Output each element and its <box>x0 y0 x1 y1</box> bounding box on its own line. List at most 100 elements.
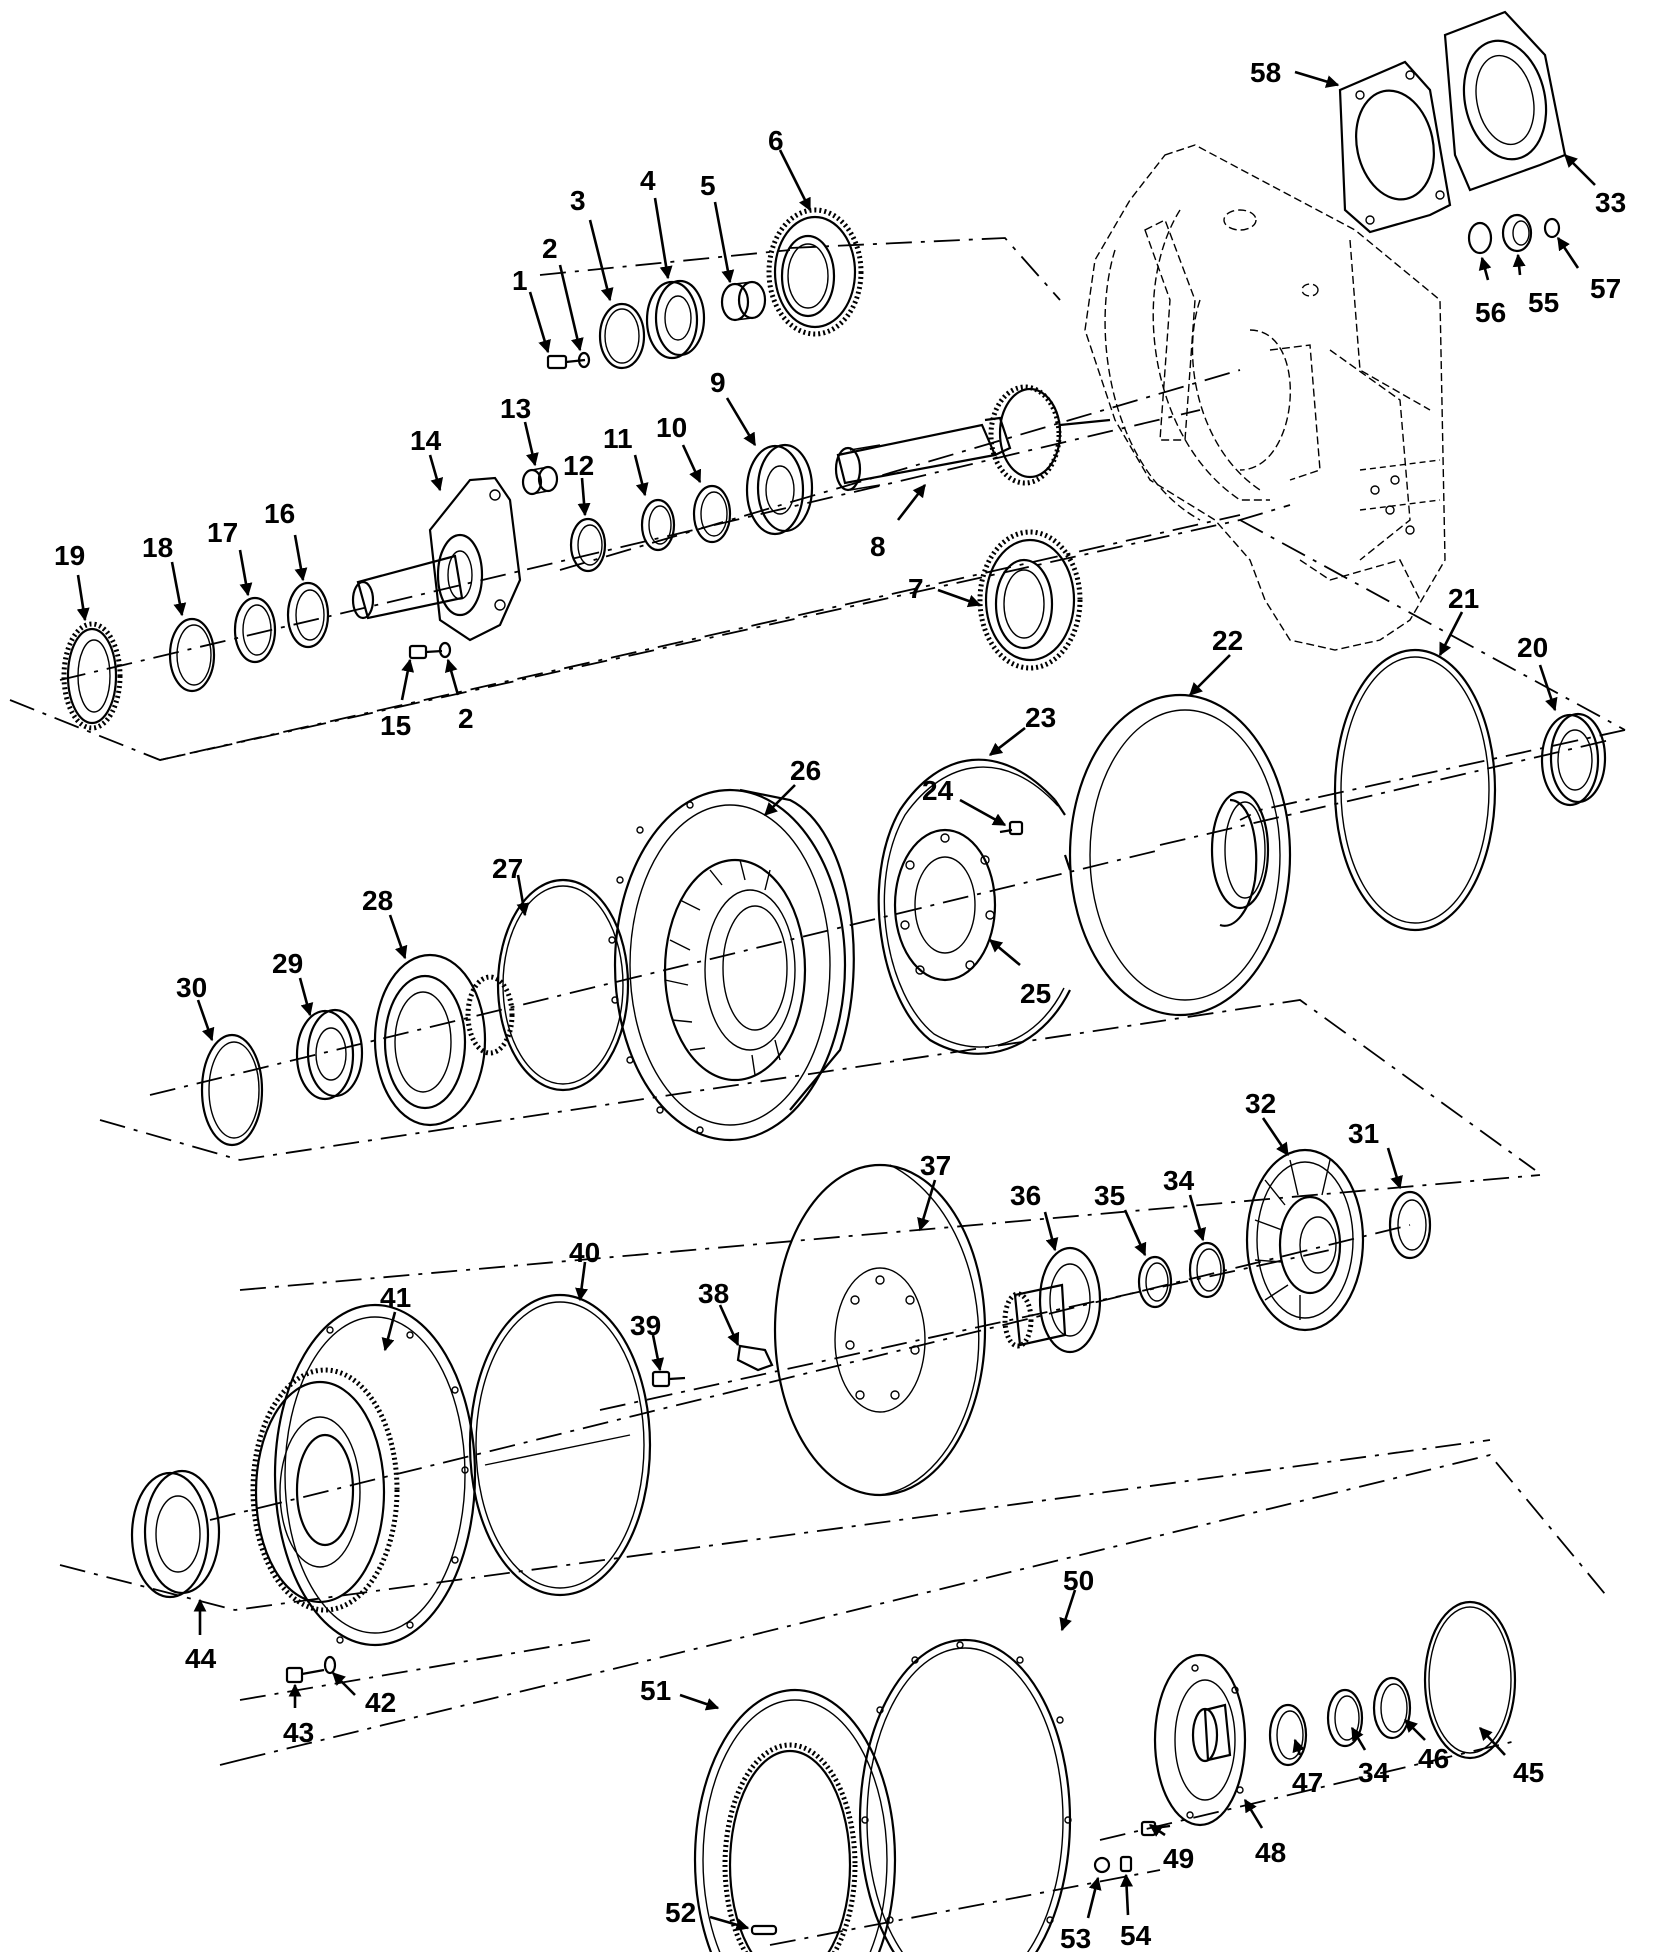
part-36-hub <box>1002 1246 1102 1354</box>
callout-19: 19 <box>54 540 85 571</box>
callout-55: 55 <box>1528 287 1559 318</box>
part-2-washer <box>577 351 591 369</box>
part-38-lock-plate <box>736 1344 774 1372</box>
callout-10: 10 <box>656 412 687 443</box>
callout-50: 50 <box>1063 1565 1094 1596</box>
part-8-shaft <box>834 384 1111 492</box>
part-27-o-ring <box>496 878 630 1092</box>
callout-21: 21 <box>1448 583 1479 614</box>
part-31-ring <box>1388 1190 1432 1260</box>
callout-45: 45 <box>1513 1757 1544 1788</box>
callout-34a: 34 <box>1163 1165 1195 1196</box>
part-10-ring <box>692 484 732 544</box>
callout-16: 16 <box>264 498 295 529</box>
callout-41: 41 <box>380 1282 411 1313</box>
callout-13: 13 <box>500 393 531 424</box>
callout-25: 25 <box>1020 978 1051 1009</box>
callout-31: 31 <box>1348 1118 1379 1149</box>
callout-14: 14 <box>410 425 442 456</box>
parts-55-57 <box>1467 213 1561 255</box>
callout-46: 46 <box>1418 1743 1449 1774</box>
part-12-ring <box>569 517 607 573</box>
part-52-pin <box>750 1924 778 1936</box>
callout-28: 28 <box>362 885 393 916</box>
part-5-spacer <box>720 280 767 322</box>
part-13-bushing <box>521 465 559 496</box>
callout-58: 58 <box>1250 57 1281 88</box>
callout-47: 47 <box>1292 1767 1323 1798</box>
callout-56: 56 <box>1475 297 1506 328</box>
callout-57: 57 <box>1590 273 1621 304</box>
callout-27: 27 <box>492 853 523 884</box>
part-28-stator <box>373 953 515 1127</box>
part-34a-ring <box>1188 1241 1226 1299</box>
part-54-nut <box>1119 1855 1133 1873</box>
part-17-ring <box>233 596 277 664</box>
part-39-bolt <box>651 1370 686 1388</box>
part-24-bolt <box>999 820 1024 836</box>
callout-9: 9 <box>710 367 726 398</box>
callout-20: 20 <box>1517 632 1548 663</box>
callout-52: 52 <box>665 1897 696 1928</box>
callout-32: 32 <box>1245 1088 1276 1119</box>
callout-12: 12 <box>563 450 594 481</box>
part-23-wire-ring <box>877 758 1072 1055</box>
callout-22: 22 <box>1212 625 1243 656</box>
callout-44: 44 <box>185 1643 217 1674</box>
part-2b-washer <box>438 641 452 659</box>
part-37-cover <box>773 1163 987 1497</box>
callout-49: 49 <box>1163 1843 1194 1874</box>
part-16-ring <box>286 581 330 649</box>
part-21-o-ring <box>1333 648 1497 932</box>
callout-1: 1 <box>512 265 528 296</box>
part-40-o-ring <box>468 1293 652 1597</box>
part-1-bolt <box>546 354 586 370</box>
callout-3: 3 <box>570 185 586 216</box>
callout-43: 43 <box>283 1717 314 1748</box>
callout-15: 15 <box>380 710 411 741</box>
callout-48: 48 <box>1255 1837 1286 1868</box>
callout-18: 18 <box>142 532 173 563</box>
part-25-plate <box>893 828 997 982</box>
callout-36: 36 <box>1010 1180 1041 1211</box>
callout-35: 35 <box>1094 1180 1125 1211</box>
callout-29: 29 <box>272 948 303 979</box>
callout-17: 17 <box>207 517 238 548</box>
callout-39: 39 <box>630 1310 661 1341</box>
part-7-gear <box>977 529 1083 671</box>
callout-2: 2 <box>542 233 558 264</box>
part-33-plate <box>1443 10 1567 192</box>
part-43-bolt <box>285 1666 325 1684</box>
callout-30: 30 <box>176 972 207 1003</box>
callout-26: 26 <box>790 755 821 786</box>
callout-40: 40 <box>569 1237 600 1268</box>
part-30-snap-ring <box>200 1033 264 1147</box>
callout-33: 33 <box>1595 187 1626 218</box>
centerlines <box>9 237 1626 1946</box>
part-19-gear-ring <box>61 621 123 731</box>
part-3-snap-ring <box>598 302 646 370</box>
part-47-ring <box>1268 1703 1308 1767</box>
callout-8: 8 <box>870 531 886 562</box>
part-44-bearing <box>130 1469 221 1599</box>
part-58-gasket <box>1338 60 1452 234</box>
part-48-pump-cover <box>1153 1653 1247 1827</box>
part-32-impeller <box>1245 1148 1365 1332</box>
part-9-bearing <box>745 443 814 536</box>
part-41-flywheel-housing <box>250 1303 477 1647</box>
callout-37: 37 <box>920 1150 951 1181</box>
callout-34b: 34 <box>1358 1757 1390 1788</box>
part-51-ring-gear <box>693 1688 897 1952</box>
callout-51: 51 <box>640 1675 671 1706</box>
callout-7: 7 <box>908 573 924 604</box>
callout-24: 24 <box>922 775 954 806</box>
callout-2b: 2 <box>458 703 474 734</box>
part-18-snap-ring <box>168 617 216 693</box>
part-53-washer <box>1093 1856 1111 1874</box>
callout-54: 54 <box>1120 1920 1152 1951</box>
part-4-bearing <box>645 279 706 360</box>
part-29-bearing <box>295 1008 364 1101</box>
part-35-ring <box>1137 1255 1173 1309</box>
part-45-o-ring <box>1423 1600 1517 1760</box>
